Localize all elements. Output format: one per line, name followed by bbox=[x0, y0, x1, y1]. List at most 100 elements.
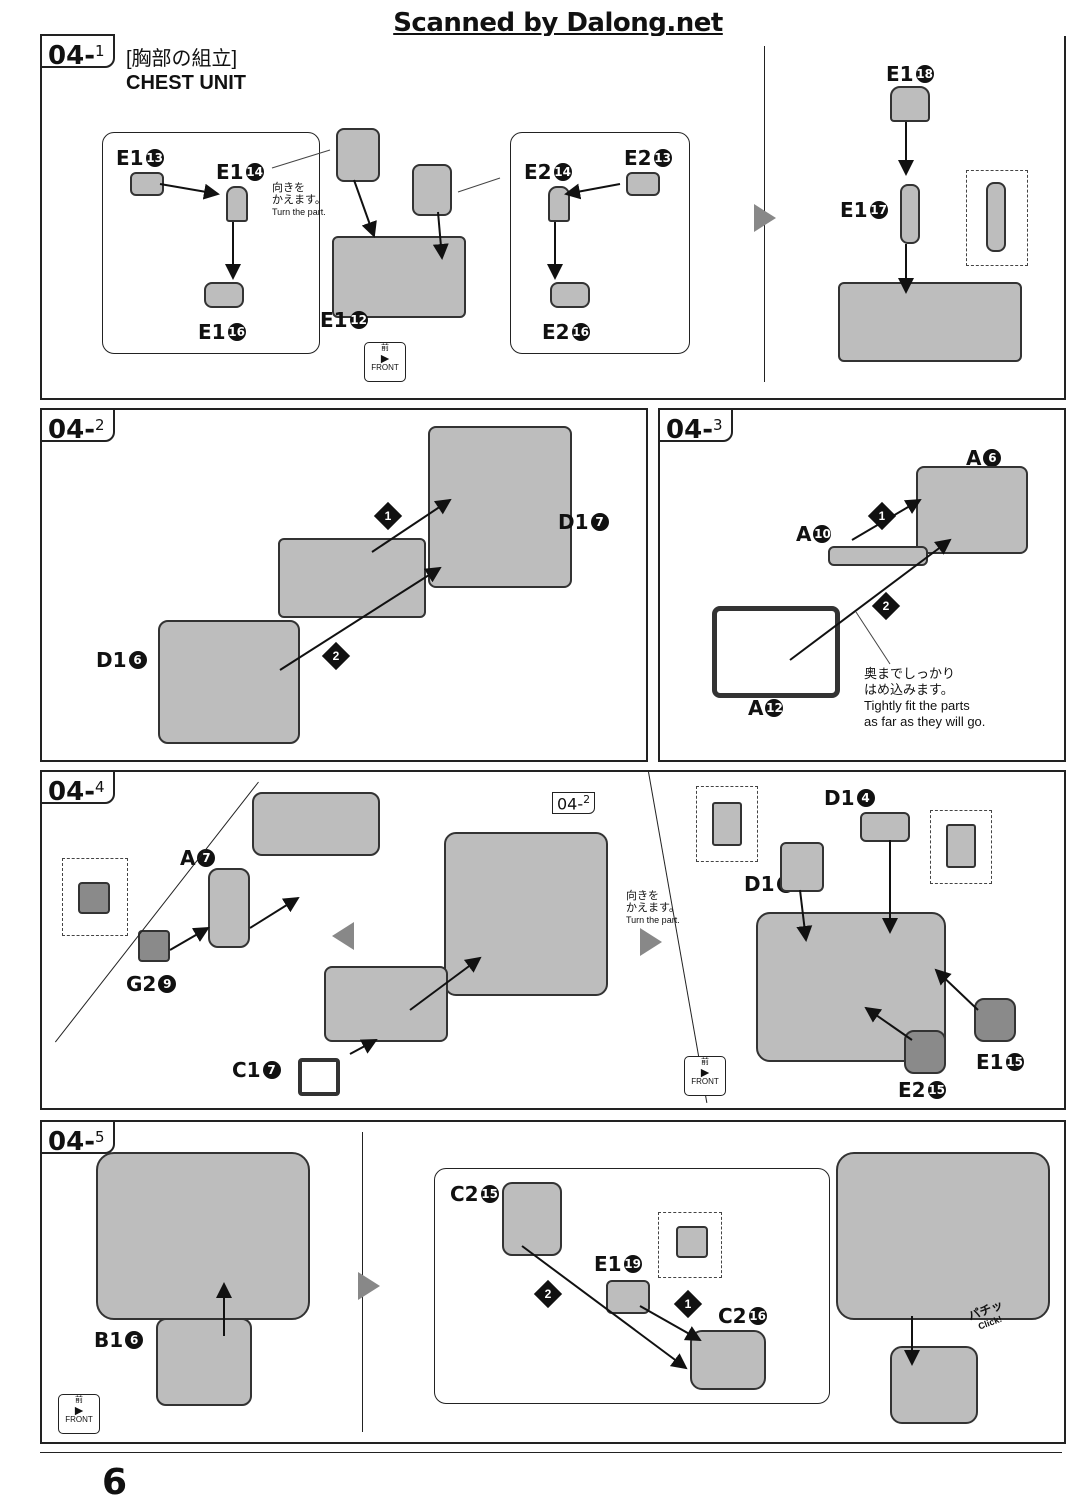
ref-step-04-2: 04-2 bbox=[552, 792, 596, 815]
part-chest-vent bbox=[324, 966, 448, 1042]
part-a-10 bbox=[828, 546, 928, 566]
part-d1-4 bbox=[860, 812, 910, 842]
part-c2-15 bbox=[502, 1182, 562, 1256]
next-arrow-1 bbox=[754, 204, 776, 232]
front-badge-1: 前►FRONT bbox=[364, 342, 406, 382]
part-chest-top-block bbox=[336, 128, 380, 182]
next-arrow-5a bbox=[358, 1272, 380, 1300]
part-clear-left bbox=[712, 802, 742, 846]
arrow-step4-e2-15 bbox=[864, 1006, 913, 1041]
part-a-6-wing bbox=[252, 792, 380, 856]
inset-clear-part-right bbox=[930, 810, 992, 884]
part-d1-5 bbox=[780, 842, 824, 892]
part-e2-15 bbox=[904, 1030, 946, 1074]
part-e1-17-detail bbox=[986, 182, 1006, 252]
part-e2-16 bbox=[550, 282, 590, 308]
part-e2-13 bbox=[626, 172, 660, 196]
arrow-step4-c1 bbox=[349, 1039, 378, 1055]
connector-inset-right-1 bbox=[457, 177, 501, 193]
note-turn-part-4: 向きを かえます。 Turn the part. bbox=[626, 890, 680, 925]
arrow-step2-1 bbox=[371, 498, 452, 553]
arrow-top-block-to-chest bbox=[353, 179, 377, 238]
inset-e1-17-detail bbox=[966, 170, 1028, 266]
part-e1-16 bbox=[204, 282, 244, 308]
part-g2-9-detail bbox=[78, 882, 110, 914]
part-b1-6 bbox=[156, 1318, 252, 1406]
part-a-7 bbox=[208, 868, 250, 948]
part-chest-top-block-2 bbox=[412, 164, 452, 216]
part-g2-9 bbox=[138, 930, 170, 962]
part-e1-18 bbox=[890, 86, 930, 122]
connector-turn-note-1 bbox=[271, 149, 331, 169]
note-tightly-fit: 奥までしっかり はめ込みます。 Tightly fit the parts as… bbox=[864, 666, 986, 729]
connector-fit-note bbox=[855, 611, 891, 665]
inset-e1-19-detail bbox=[658, 1212, 722, 1278]
page-number: 6 bbox=[102, 1462, 128, 1503]
step-04-4-tag: 04-4 bbox=[40, 770, 115, 807]
arrow-top-block2-to-chest bbox=[432, 211, 449, 260]
part-e1-17 bbox=[900, 184, 920, 244]
arrow-step4-e1-15 bbox=[934, 968, 979, 1011]
inset-clear-part-left bbox=[696, 786, 758, 862]
part-c2-16 bbox=[690, 1330, 766, 1390]
front-badge-5: 前►FRONT bbox=[58, 1394, 100, 1434]
part-a-12 bbox=[712, 606, 840, 698]
arrow-e2-13-to-e2-14 bbox=[564, 183, 621, 200]
part-clear-right bbox=[946, 824, 976, 868]
arrow-step4-a7 bbox=[249, 896, 300, 929]
part-c1-7 bbox=[298, 1058, 340, 1096]
part-e1-19-detail bbox=[676, 1226, 708, 1258]
step-04-2-tag: 04-2 bbox=[40, 408, 115, 445]
arrow-step3-1 bbox=[851, 498, 922, 541]
front-badge-4: 前►FRONT bbox=[684, 1056, 726, 1096]
step-title-jp: [胸部の組立] bbox=[126, 48, 238, 70]
step-04-5-tag: 04-5 bbox=[40, 1120, 115, 1157]
part-e1-15 bbox=[974, 998, 1016, 1042]
part-chest-assembly-5-right bbox=[836, 1152, 1050, 1320]
next-arrow-4 bbox=[640, 928, 662, 956]
part-e1-14 bbox=[226, 186, 248, 222]
part-d1-7 bbox=[428, 426, 572, 588]
inset-sub-assembly-left bbox=[102, 132, 320, 354]
part-d1-6 bbox=[158, 620, 300, 744]
prev-arrow-4 bbox=[332, 922, 354, 950]
arrow-step3-2 bbox=[789, 538, 952, 661]
footer-rule bbox=[40, 1452, 1062, 1453]
step-title-en: CHEST UNIT bbox=[126, 72, 246, 94]
inset-sub-assembly-right bbox=[510, 132, 690, 354]
step-04-3-tag: 04-3 bbox=[658, 408, 733, 445]
scan-watermark: Scanned by Dalong.net bbox=[393, 8, 723, 38]
arrow-e1-13-to-e1-14 bbox=[159, 183, 220, 200]
arrow-step4-vent bbox=[409, 956, 482, 1011]
part-chest-assembly-5-left bbox=[96, 1152, 310, 1320]
note-turn-part-1: 向きを かえます。 Turn the part. bbox=[272, 182, 326, 217]
part-chest-assembly-2 bbox=[278, 538, 426, 618]
part-chest-assembly-1 bbox=[838, 282, 1022, 362]
